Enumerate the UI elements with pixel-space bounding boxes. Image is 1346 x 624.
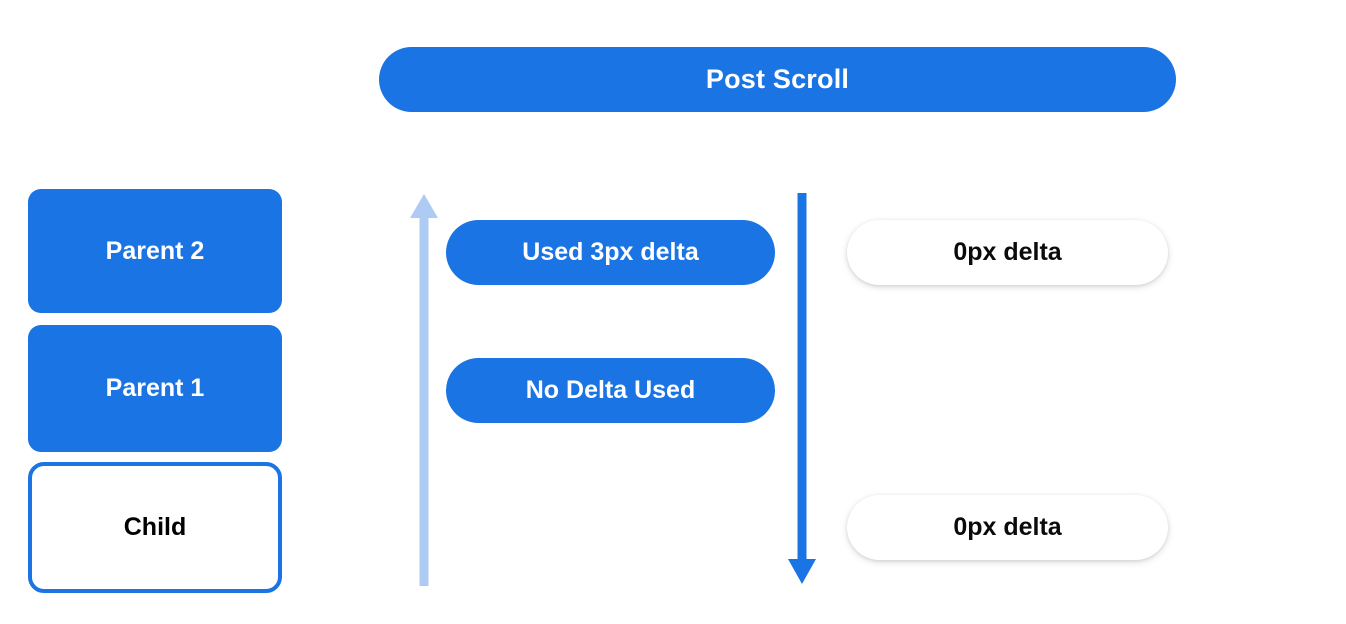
delta-pill-label: Used 3px delta (522, 238, 699, 266)
scroll-up-arrow-icon (410, 194, 438, 586)
delta-pill-remaining-bottom[interactable]: 0px delta (847, 495, 1168, 560)
delta-pill-label: 0px delta (953, 513, 1062, 541)
header-banner: Post Scroll (379, 47, 1176, 112)
scroll-down-arrow-icon (788, 193, 816, 584)
stack-box-parent-1[interactable]: Parent 1 (28, 325, 282, 452)
delta-pill-remaining-top[interactable]: 0px delta (847, 220, 1168, 285)
delta-pill-no-delta-used[interactable]: No Delta Used (446, 358, 775, 423)
page-title: Post Scroll (705, 64, 850, 94)
stack-box-label: Child (123, 513, 187, 541)
delta-pill-label: 0px delta (953, 238, 1062, 266)
delta-pill-used-3px[interactable]: Used 3px delta (446, 220, 775, 285)
stack-box-parent-2[interactable]: Parent 2 (28, 189, 282, 313)
stack-box-label: Parent 2 (105, 236, 205, 265)
stack-box-child[interactable]: Child (28, 462, 282, 593)
stack-box-label: Parent 1 (105, 374, 205, 402)
delta-pill-label: No Delta Used (525, 376, 696, 404)
